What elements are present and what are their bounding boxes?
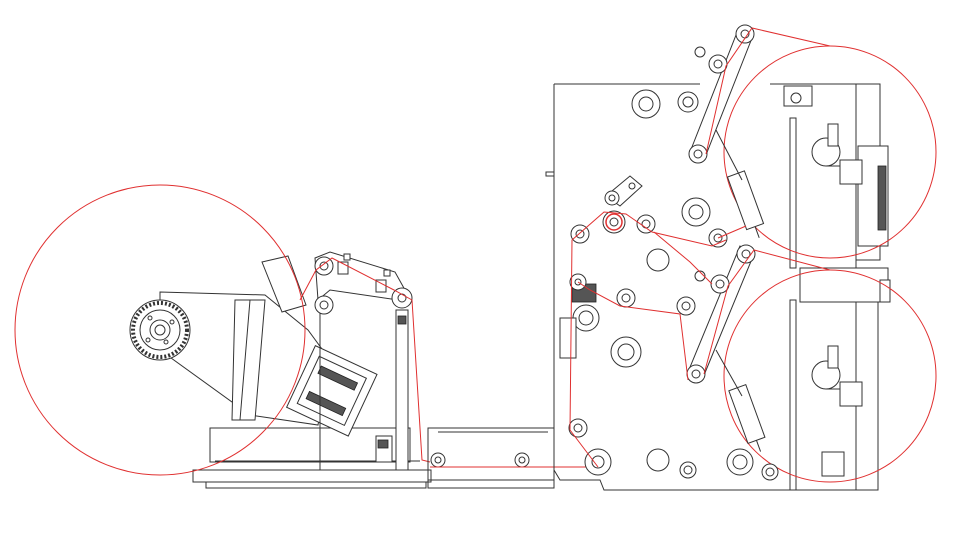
left-air-cylinder [559, 317, 577, 359]
bed-roller-1 [430, 452, 446, 468]
web-path-lower-rewind [703, 249, 831, 375]
web-roller-7 [616, 288, 636, 308]
main-frame [545, 24, 937, 491]
bed-frame [427, 427, 555, 481]
web-path-main-lower [577, 281, 689, 381]
web-roller-3 [604, 190, 620, 206]
upper-vertical-rail [789, 117, 797, 269]
unwind-brake-box [285, 344, 378, 437]
guide-roller-1 [314, 256, 334, 276]
lower-small-box [821, 451, 845, 477]
frame-roller-b [677, 91, 699, 113]
guide-roller-3 [391, 287, 413, 309]
frame-roller-a [631, 89, 661, 119]
unwind-section [14, 184, 432, 489]
unwind-cylinder [231, 299, 266, 421]
base-rail-foot [205, 481, 427, 489]
web-path-link [717, 225, 747, 239]
web-path-unwind [299, 257, 431, 463]
small-block-hatch [377, 439, 389, 449]
dancer-pivot-small [694, 46, 706, 58]
divider-knob [879, 279, 891, 303]
dancer-pivot-small-2 [694, 270, 706, 282]
frame-roller-g [584, 448, 612, 476]
frame-roller-e [572, 304, 600, 332]
frame-roller-h [646, 448, 670, 472]
web-roller-4 [636, 214, 656, 234]
lower-dancer-mid-roller [710, 274, 730, 294]
slitter-roller [602, 210, 626, 234]
guide-roller-2 [314, 295, 334, 315]
frame-roller-k [761, 463, 779, 481]
clamp-2-knob [383, 269, 391, 277]
upper-dancer-top-roller [735, 24, 755, 44]
web-path-split [653, 231, 713, 285]
upper-dancer-mid-roller [708, 54, 728, 74]
bed-section [427, 427, 600, 489]
bed-foot [427, 479, 555, 489]
idler-column [395, 309, 409, 471]
frame-roller-f [610, 336, 642, 368]
web-roller-1 [568, 418, 588, 438]
base-rail [192, 469, 432, 483]
unwind-cylinder-top [261, 255, 307, 313]
clamp-1 [337, 261, 349, 275]
slitter-bracket-bolt [628, 182, 636, 190]
lower-vertical-rail [789, 299, 797, 491]
column-clamp [397, 315, 407, 325]
bed-roller-2 [514, 452, 530, 468]
top-bracket-bolt [790, 92, 802, 104]
unwind-reel-hub [129, 299, 191, 361]
unwind-roll-web [14, 184, 306, 476]
upper-chuck-hatch [877, 165, 887, 231]
lower-dancer-low-roller [686, 364, 706, 384]
lower-dancer-top-roller [736, 244, 756, 264]
frame-roller-i [679, 461, 697, 479]
web-path-main-upper [569, 211, 727, 468]
frame-roller-d [646, 248, 670, 272]
unwind-lower-frame [209, 427, 411, 463]
upper-rewind-chuck [811, 123, 863, 185]
top-bracket [783, 85, 813, 107]
clamp-1-knob [343, 253, 351, 261]
upper-dancer-low-roller [688, 144, 708, 164]
frame-tab [545, 171, 555, 177]
cylinder-rod [239, 299, 251, 421]
frame-roller-j [726, 448, 754, 476]
web-path-upper-rewind [705, 27, 831, 155]
rewind-divider-bracket [799, 267, 889, 303]
web-roller-8 [676, 296, 696, 316]
lower-rewind-chuck [811, 345, 863, 407]
frame-roller-c [681, 197, 711, 227]
